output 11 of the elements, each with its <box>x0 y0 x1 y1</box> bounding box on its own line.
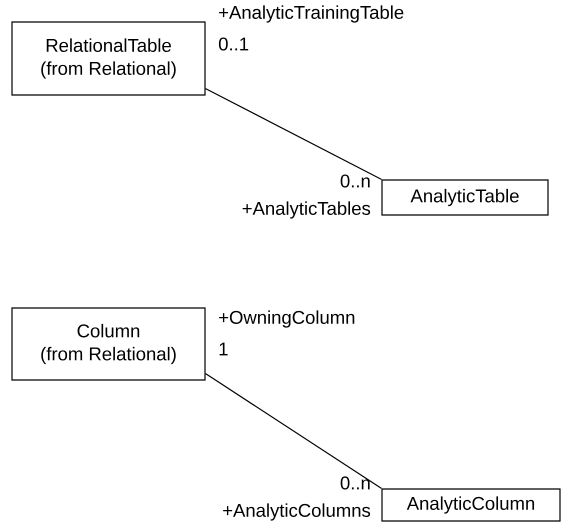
association-line <box>205 373 382 489</box>
role-label: 0..n <box>340 476 370 490</box>
class-box: AnalyticTable <box>381 179 549 216</box>
role-label: +AnalyticColumns <box>223 503 370 521</box>
association-line <box>205 88 382 180</box>
role-label: +AnalyticTrainingTable <box>219 5 404 23</box>
role-label: 0..n <box>340 174 370 188</box>
class-box: AnalyticColumn <box>381 488 561 522</box>
role-label: +AnalyticTables <box>242 201 370 219</box>
class-box: Column (from Relational) <box>11 307 206 381</box>
class-box: RelationalTable (from Relational) <box>11 21 206 96</box>
